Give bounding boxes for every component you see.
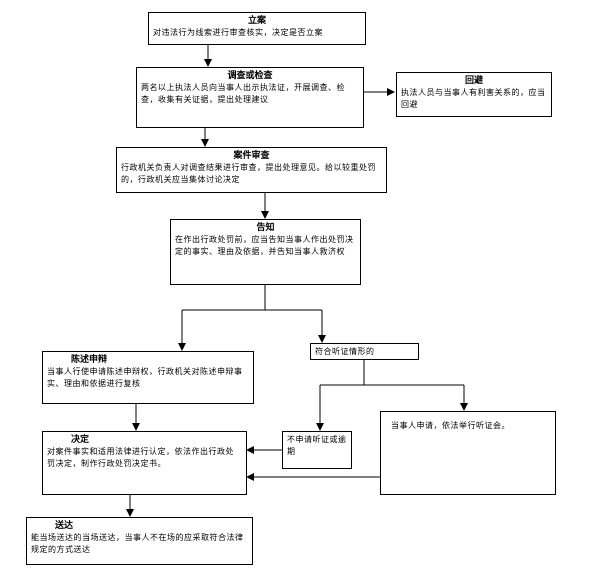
node-defense: 陈述申辩 当事人行使申请陈述申辩权，行政机关对陈述申辩事实、理由和依据进行复核 [42,351,254,404]
node-investigation: 调查或检查 两名以上执法人员向当事人出示执法证，开展调查、检查，收集有关证据，提… [136,67,364,128]
node-recusal-body: 执法人员与当事人有利害关系的，应当回避 [401,88,546,109]
node-decision-body: 对案件事实和适用法律进行认定，依法作出行政处罚决定，制作行政处罚决定书。 [47,447,234,468]
node-filing-body: 对违法行为线索进行审查核实，决定是否立案 [153,28,323,37]
node-investigation-title: 调查或检查 [227,71,273,81]
node-decision: 决定 对案件事实和适用法律进行认定，依法作出行政处罚决定，制作行政处罚决定书。 [42,431,247,495]
node-hearing-apply-body: 当事人申请，依法举行听证会。 [391,421,510,430]
node-recusal-title: 回避 [464,76,483,86]
node-no-hearing: 不申请听证或逾期 [282,431,352,469]
node-notification: 告知 在作出行政处罚前，应当告知当事人作出处罚决定的事实、理由及依据，并告知当事… [170,219,361,285]
node-notification-body: 在作出行政处罚前，应当告知当事人作出处罚决定的事实、理由及依据，并告知当事人救济… [175,235,354,256]
node-investigation-body: 两名以上执法人员向当事人出示执法证，开展调查、检查，收集有关证据，提出处理建议 [141,83,345,104]
node-no-hearing-body: 不申请听证或逾期 [287,435,347,456]
node-case-review-body: 行政机关负责人对调查结果进行审查，提出处理意见。给以较重处罚的，行政机关应当集体… [121,163,376,184]
node-notification-title: 告知 [256,223,275,233]
node-hearing-condition: 符合听证情形的 [310,343,419,360]
node-delivery: 送达 能当场送达的当场送达，当事人不在场的应采取符合法律规定的方式送达 [26,517,253,565]
node-hearing-apply: 当事人申请，依法举行听证会。 [380,411,556,495]
node-delivery-body: 能当场送达的当场送达，当事人不在场的应采取符合法律规定的方式送达 [31,533,244,554]
node-hearing-condition-body: 符合听证情形的 [315,347,375,356]
node-case-review: 案件审查 行政机关负责人对调查结果进行审查，提出处理意见。给以较重处罚的，行政机… [116,147,387,193]
node-delivery-title: 送达 [55,521,74,531]
node-filing: 立案 对违法行为线索进行审查核实，决定是否立案 [148,12,366,45]
node-filing-title: 立案 [247,16,266,26]
node-defense-title: 陈述申辩 [71,355,108,365]
node-decision-title: 决定 [71,435,90,445]
node-case-review-title: 案件审查 [233,151,270,161]
node-recusal: 回避 执法人员与当事人有利害关系的，应当回避 [396,72,552,117]
node-defense-body: 当事人行使申请陈述申辩权，行政机关对陈述申辩事实、理由和依据进行复核 [47,367,243,388]
